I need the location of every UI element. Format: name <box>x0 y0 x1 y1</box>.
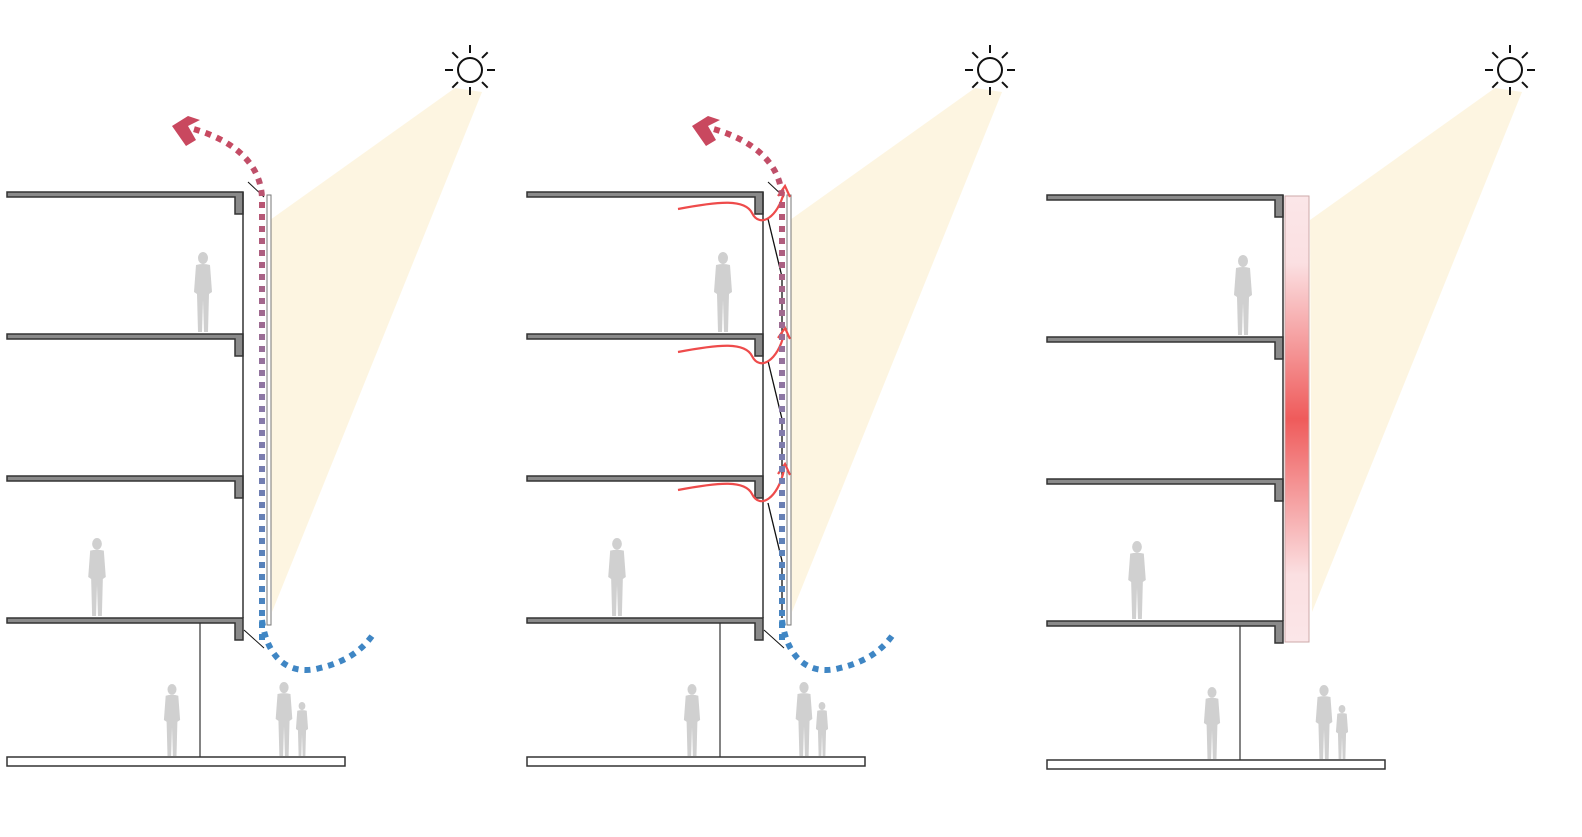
sun-icon <box>445 45 495 95</box>
sunlight-beam <box>270 88 482 612</box>
person-body <box>1203 697 1221 759</box>
sunlight-beam <box>1310 88 1522 612</box>
sun-icon <box>1485 45 1535 95</box>
sun-disc <box>977 57 1003 83</box>
person-body <box>683 694 701 756</box>
person-body <box>1128 552 1146 619</box>
floor-slab <box>6 475 244 499</box>
person-body <box>714 264 732 332</box>
person-head <box>279 682 289 694</box>
person-silhouette-icon <box>88 538 106 616</box>
floor-slab <box>526 475 764 499</box>
sun-ray <box>1521 81 1529 89</box>
person-head <box>818 702 826 711</box>
floor-slab <box>6 617 244 641</box>
person-body <box>163 694 181 756</box>
person-body <box>815 710 829 756</box>
panel-heated-double-facade <box>1046 45 1535 770</box>
panel-stack-ventilation <box>6 45 495 767</box>
cool-air-inflow <box>259 619 375 674</box>
sun-disc <box>457 57 483 83</box>
sun-ray <box>1491 81 1499 89</box>
person-head <box>1338 705 1346 714</box>
person-silhouette-icon <box>1203 687 1221 759</box>
bottom-vent-flap <box>243 629 265 649</box>
person-head <box>1132 541 1142 553</box>
person-silhouette-icon <box>1335 705 1349 759</box>
room-exhaust-arrow <box>677 191 786 222</box>
sun-ray <box>1491 51 1499 59</box>
sun-ray <box>481 81 489 89</box>
room-exhaust-arrow <box>677 333 786 365</box>
sun-ray <box>1521 51 1529 59</box>
warm-air-stack-flow <box>709 125 785 640</box>
person-head <box>687 684 697 695</box>
room-exhaust-arrow <box>677 469 786 503</box>
person-silhouette-icon <box>714 252 732 332</box>
sun-ray <box>1001 51 1009 59</box>
person-body <box>295 710 309 756</box>
person-body <box>88 549 106 616</box>
floor-slab <box>1046 478 1284 502</box>
person-silhouette-icon <box>608 538 626 616</box>
sun-ray <box>1001 81 1009 89</box>
person-head <box>198 252 208 264</box>
person-body <box>1335 713 1349 759</box>
person-silhouette-icon <box>163 684 181 756</box>
cool-air-inflow <box>779 619 895 674</box>
ground-slab <box>6 756 346 767</box>
sun-ray <box>451 51 459 59</box>
person-head <box>718 252 728 264</box>
person-silhouette-icon <box>1234 255 1252 335</box>
person-head <box>92 538 102 550</box>
sun-ray <box>971 81 979 89</box>
person-head <box>1207 687 1217 698</box>
floor-slab <box>1046 620 1284 644</box>
airflow-arrow-icon <box>692 116 720 146</box>
sunlight-beam <box>790 88 1002 612</box>
sun-ray <box>481 51 489 59</box>
outer-glass-skin <box>786 194 792 626</box>
person-body <box>1234 267 1252 335</box>
person-silhouette-icon <box>795 682 813 756</box>
floor-slab <box>6 333 244 357</box>
floor-slab <box>526 617 764 641</box>
person-body <box>194 264 212 332</box>
person-silhouette-icon <box>1128 541 1146 619</box>
person-body <box>1315 696 1333 759</box>
person-silhouette-icon <box>194 252 212 332</box>
floor-slab <box>1046 336 1284 360</box>
person-silhouette-icon <box>275 682 293 756</box>
sun-ray <box>971 51 979 59</box>
person-silhouette-icon <box>295 702 309 756</box>
person-head <box>298 702 306 711</box>
person-silhouette-icon <box>815 702 829 756</box>
floor-slab <box>1046 194 1284 218</box>
ground-slab <box>526 756 866 767</box>
person-body <box>275 693 293 756</box>
person-head <box>612 538 622 550</box>
floor-slab <box>6 191 244 215</box>
airflow-arrow-icon <box>172 116 200 146</box>
person-head <box>1238 255 1248 267</box>
sun-disc <box>1497 57 1523 83</box>
person-silhouette-icon <box>683 684 701 756</box>
bottom-vent-flap <box>763 629 785 649</box>
person-body <box>608 549 626 616</box>
person-head <box>799 682 809 694</box>
warm-air-stack-flow <box>189 125 265 640</box>
panel-stack-ventilation-with-room-exhaust <box>526 45 1015 767</box>
sun-icon <box>965 45 1015 95</box>
person-head <box>167 684 177 695</box>
outer-glass-skin <box>266 194 272 626</box>
sun-ray <box>451 81 459 89</box>
person-body <box>795 693 813 756</box>
heated-facade-panel <box>1284 195 1310 643</box>
ground-slab <box>1046 759 1386 770</box>
person-silhouette-icon <box>1315 685 1333 759</box>
person-head <box>1319 685 1329 697</box>
